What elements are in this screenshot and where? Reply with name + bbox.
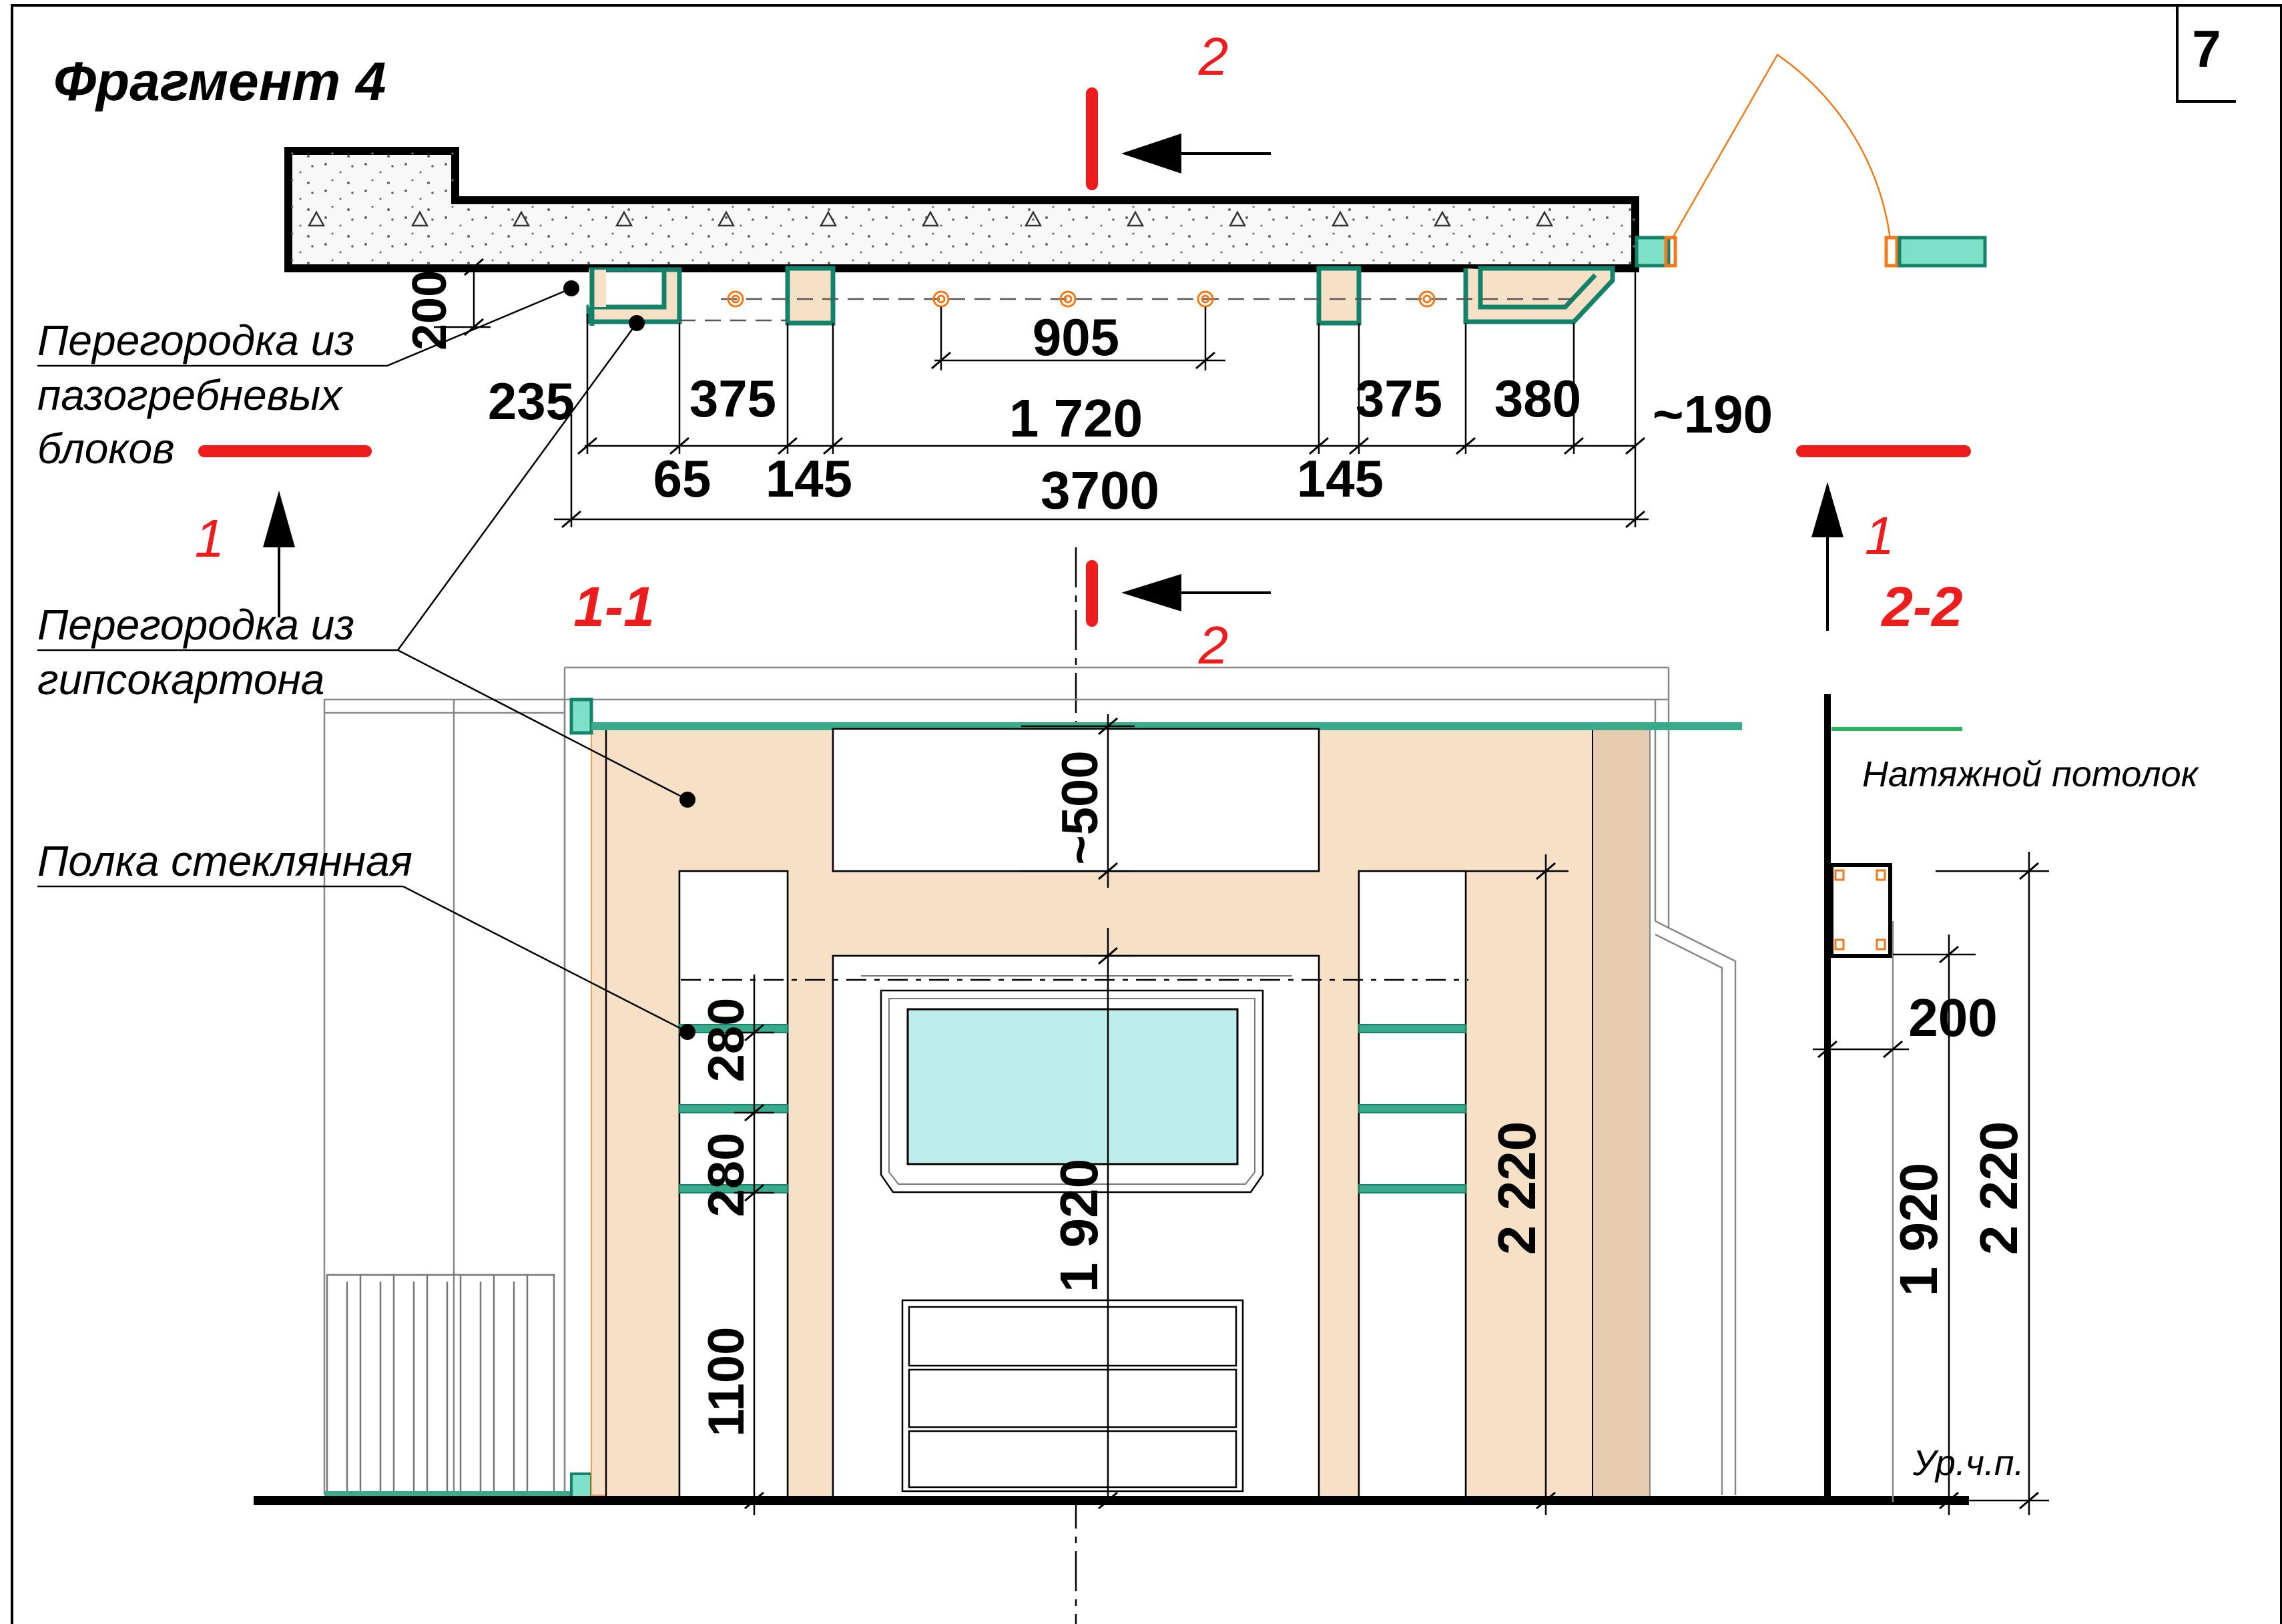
left-wall-outline xyxy=(323,666,1737,1495)
door-swing xyxy=(1635,53,1987,268)
dim-200-section: 200 xyxy=(1908,988,1997,1047)
view-2-2: 2-2 xyxy=(1880,575,1962,638)
dim-3700: 3700 xyxy=(1041,461,1159,520)
dim-190: ~190 xyxy=(1653,384,1773,444)
label-partition-blocks-1: Перегородка из xyxy=(37,316,354,364)
dim-200-plan: 200 xyxy=(403,270,457,350)
dim-2220-elev: 2 220 xyxy=(1487,1121,1546,1255)
label-glass-shelf: Полка стеклянная xyxy=(37,837,412,885)
sheet-number: 7 xyxy=(2192,19,2221,78)
dim-280-top: 280 xyxy=(698,998,755,1083)
dim-375-right: 375 xyxy=(1356,369,1442,428)
sheet-number-box: 7 xyxy=(2176,5,2236,103)
plan-partitions xyxy=(586,266,1615,326)
floor-level-label: Ур.ч.п. xyxy=(1912,1443,2024,1483)
dim-145-right: 145 xyxy=(1297,449,1384,508)
drawing-title: Фрагмент 4 xyxy=(53,51,386,112)
dim-145-left: 145 xyxy=(766,449,852,508)
view-1-1: 1-1 xyxy=(573,575,654,638)
tv-panel xyxy=(880,989,1264,1193)
elevation-view: ~500 280 280 1100 1 920 2 220 xyxy=(254,666,1969,1515)
mark-1-left: 1 xyxy=(195,509,225,568)
drawer-cabinet xyxy=(901,1299,1244,1493)
dim-500: ~500 xyxy=(1052,750,1109,864)
elevation-dimension-lines xyxy=(734,714,1568,1515)
mark-1-right: 1 xyxy=(1865,506,1895,565)
section-markers: 2 2 1 1-1 1 2-2 xyxy=(195,27,1971,675)
radiator xyxy=(326,1274,555,1497)
dim-905: 905 xyxy=(1033,308,1119,366)
stretch-ceiling-label: Натяжной потолок xyxy=(1862,754,2200,794)
dim-1100: 1100 xyxy=(698,1327,755,1437)
label-partition-blocks-2: пазогребневых xyxy=(37,371,343,419)
plan-view: 200 905 235 375 1 720 375 380 ~190 65 14… xyxy=(284,53,1987,529)
callouts: Перегородка из пазогребневых блоков Пере… xyxy=(37,280,695,1040)
dim-1720: 1 720 xyxy=(1009,388,1143,448)
section-2-2: 200 1 920 2 220 Натяжной потолок Ур.ч.п. xyxy=(1813,694,2200,1515)
concrete-triangles xyxy=(307,210,1554,227)
dim-65: 65 xyxy=(653,449,711,508)
label-partition-gypsum-2: гипсокартона xyxy=(37,655,324,704)
plan-dimension-lines xyxy=(434,258,1649,529)
plan-fixtures xyxy=(727,290,1436,308)
tv-screen xyxy=(906,1008,1239,1165)
glass-shelves xyxy=(679,1024,1466,1193)
mark-2-top: 2 xyxy=(1198,27,1229,86)
dim-280-bottom: 280 xyxy=(698,1133,755,1217)
dim-2220-section: 2 220 xyxy=(1969,1121,2028,1255)
dim-375-left: 375 xyxy=(689,369,776,428)
mark-2-bottom: 2 xyxy=(1198,615,1229,675)
dim-1920-center: 1 920 xyxy=(1049,1159,1109,1292)
label-partition-blocks-3: блоков xyxy=(37,425,175,473)
dim-235: 235 xyxy=(488,372,575,431)
dim-1920-section: 1 920 xyxy=(1889,1163,1948,1296)
label-partition-gypsum-1: Перегородка из xyxy=(37,601,354,649)
dim-380: 380 xyxy=(1494,369,1581,428)
sheet-frame xyxy=(11,4,2282,1624)
section-dimension-lines xyxy=(1813,852,2049,1515)
